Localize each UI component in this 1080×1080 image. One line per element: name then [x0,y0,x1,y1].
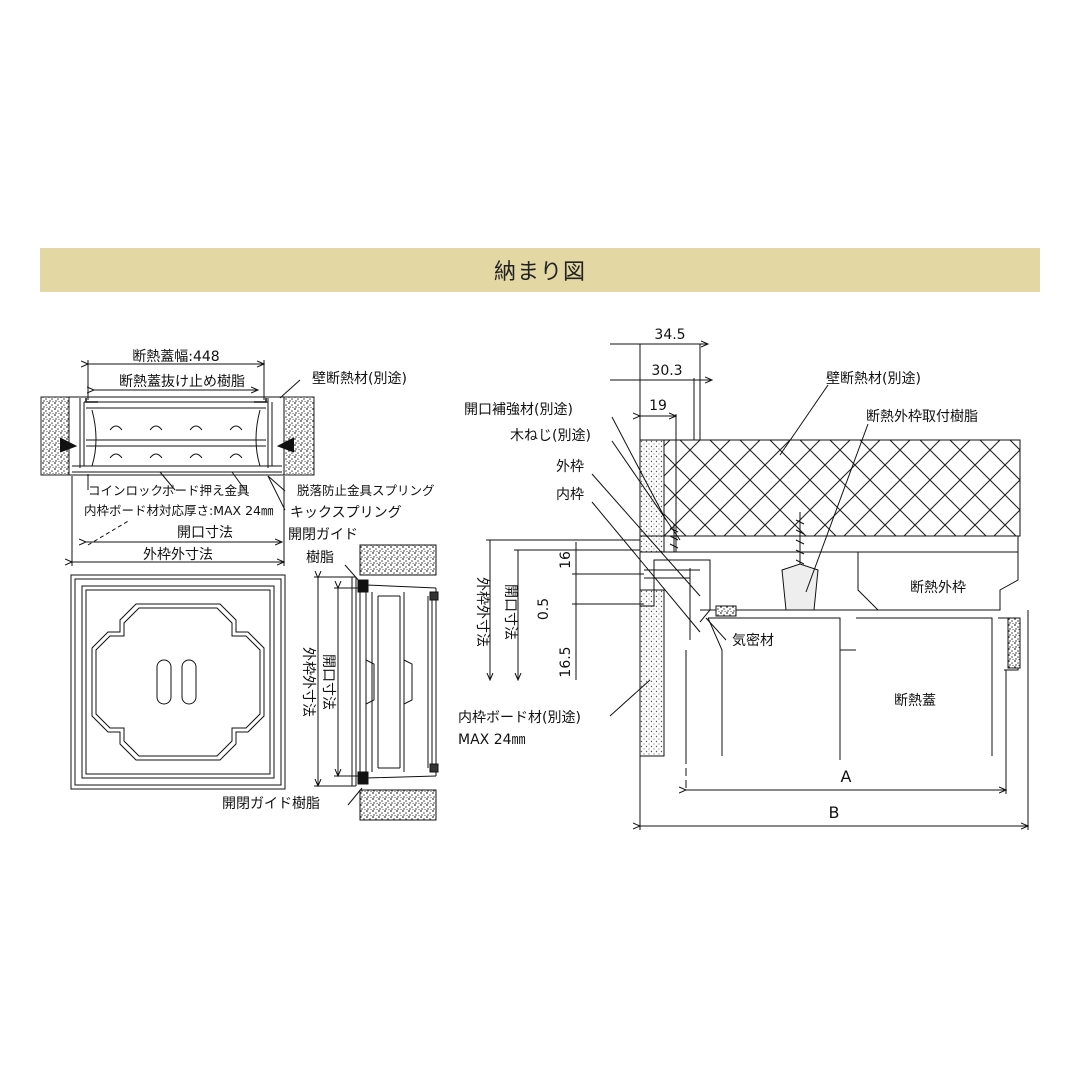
outer-frame-resin-label: 断熱外枠取付樹脂 [866,409,978,425]
dim-B-label: B [829,803,840,822]
guide-resin-label-2: 樹脂 [306,550,334,566]
dim-34-5: 34.5 [654,327,685,343]
wood-screw-label: 木ねじ(別途) [510,427,591,444]
front-view [70,574,286,790]
dim-19: 19 [649,398,667,414]
lid-stopper-resin-label: 断熱蓋抜け止め樹脂 [119,374,245,390]
inner-board-label-2: MAX 24㎜ [458,732,526,748]
page-title: 納まり図 [493,260,586,285]
inner-frame-label: 内枠 [556,487,584,503]
opening-size-label: 開口寸法 [177,525,233,541]
top-section-view [40,396,315,476]
kick-spring-label: キックスプリング [290,505,402,521]
airtight-material-label: 気密材 [732,632,774,649]
insulation-lid-width-label: 断熱蓋幅:448 [132,349,219,365]
outer-frame-size-label: 外枠外寸法 [143,547,213,563]
opening-reinforcement-label: 開口補強材(別途) [464,401,573,418]
board-press-fitting-label: ボード押え金具 [162,483,250,498]
guide-resin-bottom-label: 開閉ガイド樹脂 [222,796,320,812]
coin-lock-label: コインロック [88,483,163,498]
dim-A-label: A [841,767,852,786]
outer-frame-size-v-label-right: 外枠外寸法 [474,577,490,647]
insulation-lid-label: 断熱蓋 [894,693,936,709]
opening-size-v-label-right: 開口寸法 [502,584,518,640]
inner-board-thickness-label: 内枠ボード材対応厚さ:MAX 24㎜ [84,503,274,518]
side-section-view [314,544,439,821]
dim-16-5: 16.5 [558,646,574,677]
detail-section [486,344,1028,830]
title-banner: 納まり図 [40,248,1040,292]
outer-frame-size-v-label-left: 外枠外寸法 [300,647,316,717]
wall-insulation-label-right: 壁断熱材(別途) [826,370,921,387]
dim-16: 16 [558,551,574,569]
top-dimensions [72,360,301,566]
outer-frame-label: 外枠 [556,459,584,475]
fall-prevention-spring-label: 脱落防止金具スプリング [297,483,435,498]
dim-30-3: 30.3 [651,363,682,379]
opening-size-v-label-left: 開口寸法 [320,654,336,710]
dim-0-5: 0.5 [536,598,552,620]
guide-resin-label-1: 開閉ガイド [288,527,358,543]
wall-insulation-label-left: 壁断熱材(別途) [312,370,407,387]
inner-board-label-1: 内枠ボード材(別途) [458,709,581,726]
insulation-outer-frame-label: 断熱外枠 [910,580,966,596]
